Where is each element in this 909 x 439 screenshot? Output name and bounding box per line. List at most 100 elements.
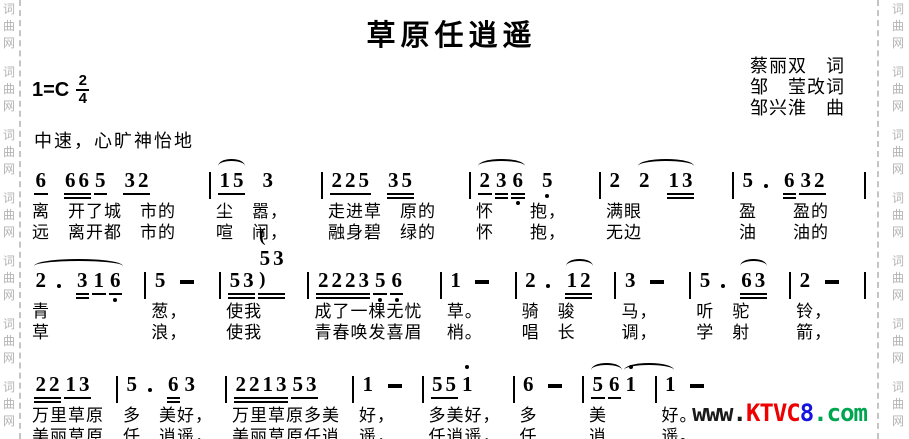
watermark-char: 词 xyxy=(891,380,904,394)
underline-sixteenth xyxy=(228,297,256,299)
barline xyxy=(144,272,147,299)
underline-eighth xyxy=(316,293,371,295)
watermark-char: 词 xyxy=(891,128,904,142)
note-token: 6 xyxy=(782,169,796,199)
note-token: 1 xyxy=(664,373,678,395)
octave-dot xyxy=(394,297,399,302)
note-digit: 2 xyxy=(609,168,621,192)
lyric-line-v1: 好， xyxy=(359,406,395,425)
note-digit: 3 xyxy=(243,268,254,292)
lyric-line-v1: 万里草原 xyxy=(32,406,104,425)
note-digit: 1 xyxy=(668,168,680,192)
barline xyxy=(614,272,617,299)
duration-dash xyxy=(179,280,194,284)
note-digit: 3 xyxy=(306,372,317,396)
lyric-line-v1: 怀 抱， xyxy=(476,202,566,221)
lyric-line-v1: 满眼 xyxy=(606,202,642,221)
underline-eighth xyxy=(591,397,605,399)
note-token: 6 xyxy=(511,169,525,205)
watermark-char: 词 xyxy=(891,2,904,16)
note-digit: 5 xyxy=(401,168,413,192)
note-token: 3 xyxy=(183,373,197,395)
lyric-line-v2: 梢。 xyxy=(446,323,483,342)
note-digit: 3 xyxy=(754,268,766,292)
octave-dot xyxy=(465,365,470,369)
note-token: 2 xyxy=(608,169,622,191)
underline-eighth xyxy=(389,293,404,295)
lyric-adapter-credit: 邹 莹改词 xyxy=(750,77,845,97)
watermark-char: 网 xyxy=(3,288,16,302)
lyric-line-v1: 葱， xyxy=(151,302,188,321)
right-dashed-border xyxy=(877,0,879,439)
lyric-line-v1: 走进草 原的 xyxy=(328,202,436,221)
watermark-char: 网 xyxy=(891,414,904,428)
note-digit: 2 xyxy=(814,168,825,192)
underline-sixteenth xyxy=(739,297,767,299)
note-digit: 2 xyxy=(35,268,47,292)
lyric-line-v1: 盈 盈的 xyxy=(739,202,829,221)
lyric-line-v1: 听 驼 xyxy=(696,302,751,321)
barline xyxy=(307,272,310,299)
key-signature: 1=C 2 4 xyxy=(32,73,90,106)
left-dashed-border xyxy=(19,0,21,439)
barline xyxy=(321,172,323,199)
underline-eighth xyxy=(34,397,61,399)
logo-dotcom: .com xyxy=(813,399,868,427)
note-digit: 2 xyxy=(799,268,811,292)
barline xyxy=(225,376,227,403)
logo-www: www. xyxy=(692,399,747,427)
watermark-char: 网 xyxy=(891,351,904,365)
underline-eighth xyxy=(92,293,106,295)
barline xyxy=(689,272,692,299)
underline-eighth xyxy=(386,193,414,195)
underline-eighth xyxy=(234,397,288,399)
note-digit: 6 xyxy=(609,372,620,396)
note-digit: 5 xyxy=(154,268,166,292)
composer-credit: 邹兴淮 曲 xyxy=(750,98,845,118)
note-digit: 5 xyxy=(259,246,271,270)
note-token: 5 xyxy=(541,169,555,198)
note-digit: 1 xyxy=(665,372,676,396)
lyric-line-v1: 青 xyxy=(32,302,50,321)
slur-arc xyxy=(34,259,123,269)
augmentation-dot xyxy=(56,284,61,288)
note-digit: 1 xyxy=(219,168,231,192)
lyric-line-v2: 任逍遥， xyxy=(428,427,501,439)
note-digit: 2 xyxy=(479,168,491,192)
underline-eighth xyxy=(258,293,286,295)
notes-row: 2 xyxy=(796,257,858,301)
underline-eighth xyxy=(228,293,256,295)
note-digit: 2 xyxy=(639,168,650,192)
underline-sixteenth xyxy=(75,297,89,299)
ktvc8-website-link[interactable]: www.KTVC8.com xyxy=(692,399,868,427)
underline-eighth xyxy=(123,193,150,195)
slur-arc xyxy=(218,159,245,169)
watermark-char: 网 xyxy=(3,36,16,50)
lyric-line-v1: 骑 骏 xyxy=(521,302,576,321)
note-token: 2 xyxy=(798,269,812,291)
lyric-line-v2: 任 xyxy=(519,427,538,439)
note-digit: 1 xyxy=(624,365,638,395)
lyric-line-v2: 浪， xyxy=(151,323,188,342)
augmentation-dot xyxy=(720,284,725,288)
lyric-line-v1: 美 xyxy=(589,406,607,425)
note-digit: 6 xyxy=(741,268,752,292)
underline-eighth xyxy=(607,397,621,399)
note-digit: 1 xyxy=(65,372,77,396)
watermark-char: 网 xyxy=(891,36,904,50)
